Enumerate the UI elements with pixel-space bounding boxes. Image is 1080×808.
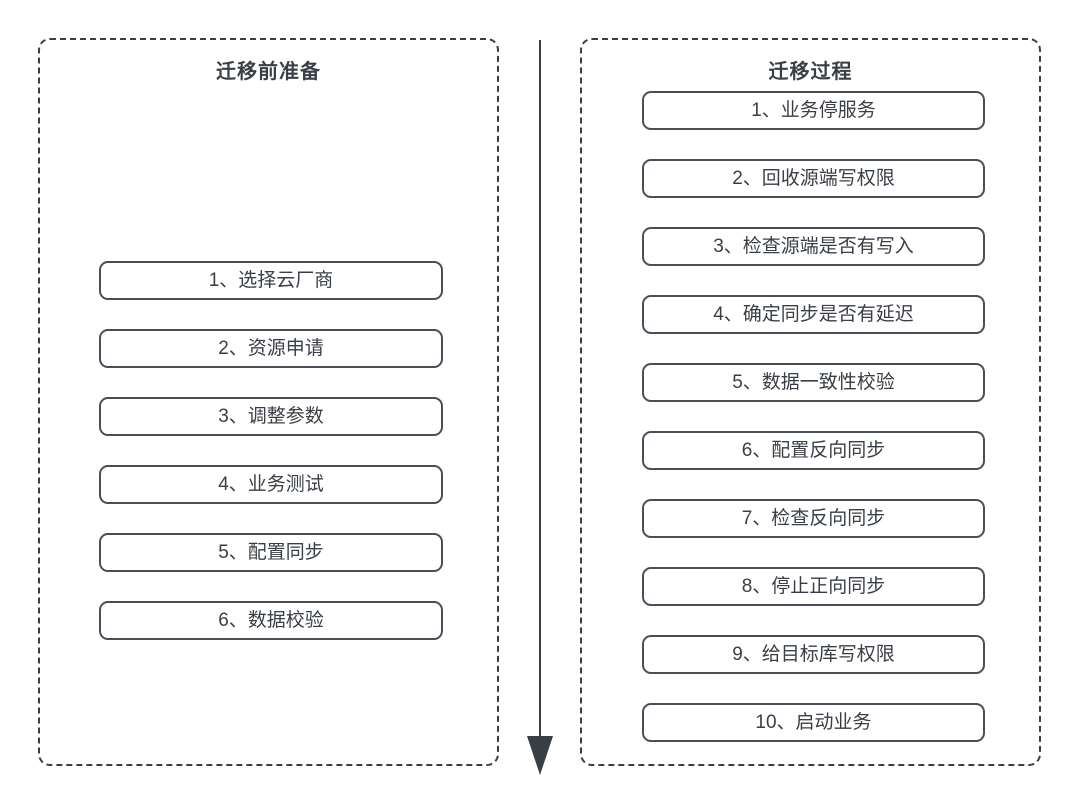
step-box-left-6[interactable]: 6、数据校验: [99, 601, 443, 640]
step-label: 1、选择云厂商: [208, 270, 334, 291]
step-label: 4、业务测试: [218, 474, 324, 495]
step-box-left-4[interactable]: 4、业务测试: [99, 465, 443, 504]
step-label: 6、数据校验: [218, 610, 324, 631]
step-box-right-3[interactable]: 3、检查源端是否有写入: [642, 227, 985, 266]
step-box-right-8[interactable]: 8、停止正向同步: [642, 567, 985, 606]
step-label: 5、数据一致性校验: [732, 372, 895, 393]
step-label: 3、调整参数: [218, 406, 324, 427]
step-label: 3、检查源端是否有写入: [713, 236, 914, 257]
step-label: 2、资源申请: [218, 338, 324, 359]
step-box-right-6[interactable]: 6、配置反向同步: [642, 431, 985, 470]
downward-flow-arrow-icon: [520, 38, 560, 780]
step-label: 5、配置同步: [218, 542, 324, 563]
step-label: 8、停止正向同步: [741, 576, 886, 597]
step-box-right-10[interactable]: 10、启动业务: [642, 703, 985, 742]
step-label: 9、给目标库写权限: [732, 644, 895, 665]
step-label: 10、启动业务: [755, 712, 872, 733]
step-box-left-5[interactable]: 5、配置同步: [99, 533, 443, 572]
step-label: 7、检查反向同步: [741, 508, 886, 529]
step-box-right-1[interactable]: 1、业务停服务: [642, 91, 985, 130]
panel-title-pre-migration-preparation: 迁移前准备: [216, 61, 321, 83]
step-box-left-2[interactable]: 2、资源申请: [99, 329, 443, 368]
step-box-right-7[interactable]: 7、检查反向同步: [642, 499, 985, 538]
step-box-left-3[interactable]: 3、调整参数: [99, 397, 443, 436]
step-box-right-2[interactable]: 2、回收源端写权限: [642, 159, 985, 198]
step-box-right-9[interactable]: 9、给目标库写权限: [642, 635, 985, 674]
panel-migration-process: 迁移过程 1、业务停服务 2、回收源端写权限 3、检查源端是否有写入 4、确定同…: [580, 38, 1041, 766]
step-label: 2、回收源端写权限: [732, 168, 895, 189]
panel-title-migration-process: 迁移过程: [768, 61, 853, 83]
step-label: 6、配置反向同步: [741, 440, 886, 461]
step-box-right-5[interactable]: 5、数据一致性校验: [642, 363, 985, 402]
panel-pre-migration-preparation: 迁移前准备 1、选择云厂商 2、资源申请 3、调整参数 4、业务测试 5、配置同…: [38, 38, 499, 766]
step-box-right-4[interactable]: 4、确定同步是否有延迟: [642, 295, 985, 334]
step-label: 1、业务停服务: [751, 100, 876, 121]
step-label: 4、确定同步是否有延迟: [713, 304, 914, 325]
step-box-left-1[interactable]: 1、选择云厂商: [99, 261, 443, 300]
